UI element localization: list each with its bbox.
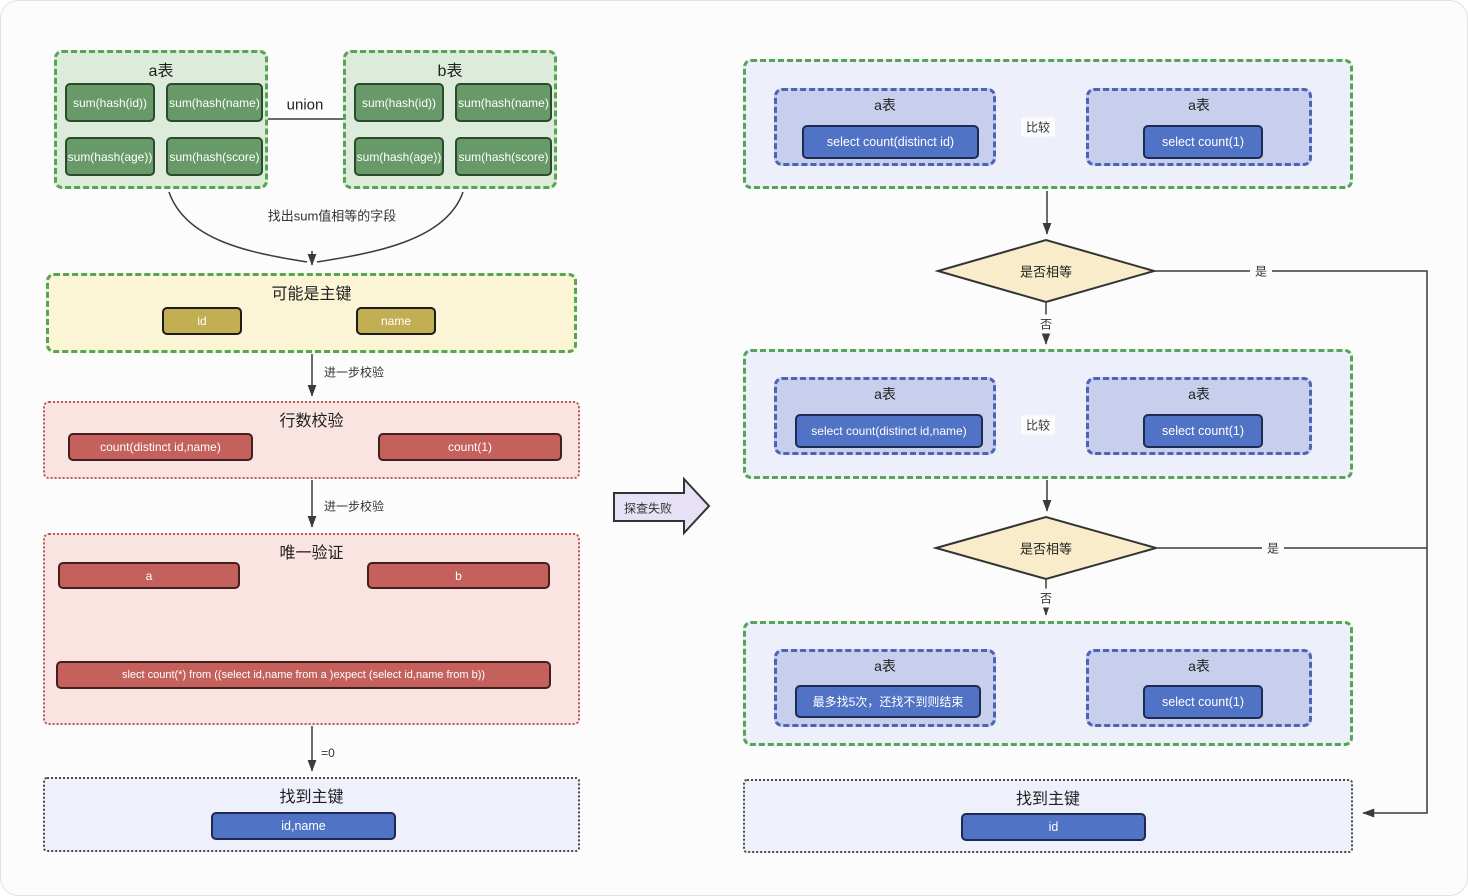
count-1-button[interactable]: count(1) — [378, 433, 562, 461]
retry-limit-button[interactable]: 最多找5次，还找不到则结束 — [795, 685, 981, 718]
stage3-left-card[interactable]: a表 最多找5次，还找不到则结束 — [774, 649, 996, 727]
sum-hash-name-button-a[interactable]: sum(hash(name) — [166, 83, 263, 122]
decision2-label: 是否相等 — [1019, 541, 1073, 557]
found-pk-left-button[interactable]: id,name — [211, 812, 396, 840]
compare-label-2: 比较 — [1020, 415, 1056, 435]
candidate-name-button[interactable]: name — [356, 307, 436, 335]
unique-check-container[interactable]: 唯一验证 a b slect count(*) from ((select id… — [43, 533, 580, 725]
maybe-pk-container[interactable]: 可能是主键 id name — [46, 273, 577, 353]
stage2-left-title: a表 — [874, 386, 896, 402]
stage2-left-card[interactable]: a表 select count(distinct id,name) — [774, 377, 996, 455]
table-b-container[interactable]: b表 sum(hash(id)) sum(hash(name) sum(hash… — [343, 50, 557, 189]
found-pk-right-title: 找到主键 — [1015, 791, 1080, 808]
zero-label: =0 — [321, 746, 335, 760]
found-pk-right-container[interactable]: 找到主键 id — [743, 779, 1353, 853]
stage2-right-card[interactable]: a表 select count(1) — [1086, 377, 1312, 455]
stage1-left-card[interactable]: a表 select count(distinct id) — [774, 88, 996, 166]
select-count-distinct-id-button[interactable]: select count(distinct id) — [802, 125, 979, 159]
sum-hash-age-button-b[interactable]: sum(hash(age)) — [354, 137, 444, 176]
table-b-button[interactable]: b — [367, 562, 550, 589]
compare-label-1: 比较 — [1020, 117, 1056, 137]
except-query-button[interactable]: slect count(*) from ((select id,name fro… — [56, 661, 551, 689]
step-label-2: 进一步校验 — [323, 499, 385, 514]
table-a-title: a表 — [148, 63, 174, 80]
select-count-1-button-stage2[interactable]: select count(1) — [1143, 414, 1263, 448]
select-count-1-button-stage1[interactable]: select count(1) — [1143, 125, 1263, 159]
stage1-right-card[interactable]: a表 select count(1) — [1086, 88, 1312, 166]
decision1-label: 是否相等 — [1019, 264, 1073, 280]
sum-hash-score-button-a[interactable]: sum(hash(score) — [166, 137, 263, 176]
decision1-yes-label: 是 — [1249, 261, 1273, 281]
table-b-title: b表 — [437, 63, 463, 80]
sum-hash-name-button-b[interactable]: sum(hash(name) — [455, 83, 552, 122]
fail-arrow-label: 探查失败 — [623, 501, 673, 516]
stage1-right-title: a表 — [1188, 97, 1210, 113]
decision2-no-label: 否 — [1034, 588, 1058, 608]
stage1-left-title: a表 — [874, 97, 896, 113]
stage3-container[interactable]: a表 最多找5次，还找不到则结束 a表 select count(1) — [743, 621, 1353, 746]
sum-hash-id-button-a[interactable]: sum(hash(id)) — [65, 83, 155, 122]
sum-hash-id-button-b[interactable]: sum(hash(id)) — [354, 83, 444, 122]
stage3-right-card[interactable]: a表 select count(1) — [1086, 649, 1312, 727]
found-pk-left-title: 找到主键 — [279, 789, 344, 806]
stage2-right-title: a表 — [1188, 386, 1210, 402]
decision1-no-label: 否 — [1034, 314, 1058, 334]
converge-label: 找出sum值相等的字段 — [267, 208, 397, 224]
stage3-right-title: a表 — [1188, 658, 1210, 674]
table-a-button[interactable]: a — [58, 562, 240, 589]
row-check-title: 行数校验 — [279, 413, 344, 430]
step-label-1: 进一步校验 — [323, 365, 385, 380]
found-pk-right-button[interactable]: id — [961, 813, 1146, 841]
stage1-container[interactable]: a表 select count(distinct id) a表 select c… — [743, 59, 1353, 189]
sum-hash-age-button-a[interactable]: sum(hash(age)) — [65, 137, 155, 176]
select-count-1-button-stage3[interactable]: select count(1) — [1143, 685, 1263, 719]
maybe-pk-title: 可能是主键 — [271, 286, 352, 303]
union-label: union — [286, 96, 324, 114]
select-count-distinct-id-name-button[interactable]: select count(distinct id,name) — [795, 414, 983, 448]
decision2-yes-label: 是 — [1261, 538, 1285, 558]
table-a-container[interactable]: a表 sum(hash(id)) sum(hash(name) sum(hash… — [54, 50, 268, 189]
stage3-left-title: a表 — [874, 658, 896, 674]
row-check-container[interactable]: 行数校验 count(distinct id,name) count(1) — [43, 401, 580, 479]
candidate-id-button[interactable]: id — [162, 307, 242, 335]
unique-check-title: 唯一验证 — [279, 545, 344, 562]
stage2-container[interactable]: a表 select count(distinct id,name) a表 sel… — [743, 349, 1353, 479]
found-pk-left-container[interactable]: 找到主键 id,name — [43, 777, 580, 852]
count-distinct-button[interactable]: count(distinct id,name) — [68, 433, 253, 461]
sum-hash-score-button-b[interactable]: sum(hash(score) — [455, 137, 552, 176]
